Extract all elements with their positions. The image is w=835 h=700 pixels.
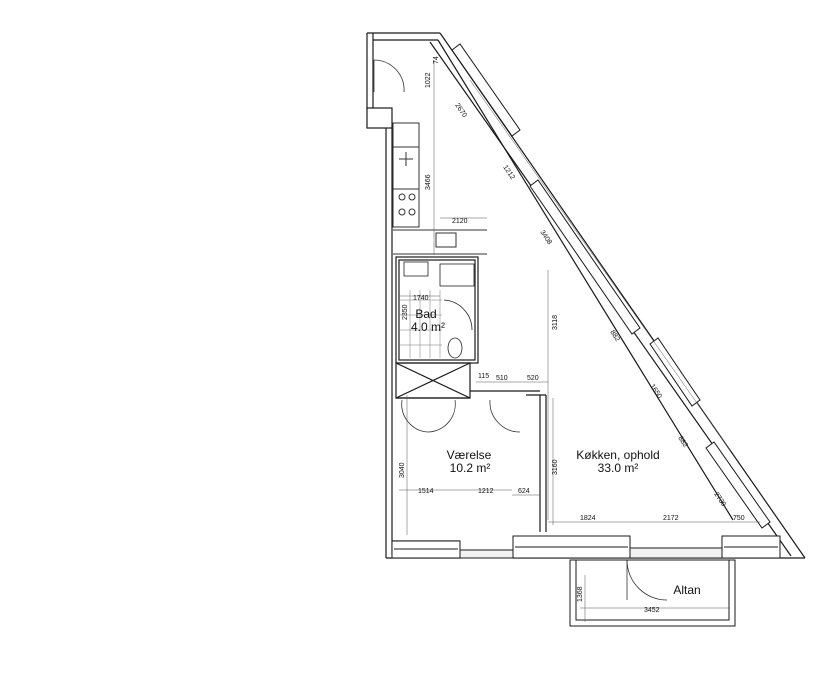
dimension-label: 750 — [733, 515, 745, 522]
room-area-vaerelse: 10.2 m² — [450, 461, 491, 475]
dimension-label: 1368 — [577, 586, 584, 602]
dimension-label: 3452 — [644, 607, 660, 614]
dimension-label: 3160 — [552, 459, 559, 475]
dimension-label: 1212 — [478, 488, 494, 495]
dimension-label: 510 — [496, 375, 508, 382]
dimension-label: 520 — [527, 375, 539, 382]
dimension-label: 2350 — [402, 304, 409, 320]
room-name-vaerelse: Værelse — [447, 448, 492, 462]
room-name-kokken: Køkken, ophold — [576, 448, 659, 462]
dimension-label: 1740 — [413, 295, 429, 302]
dimension-label: 2172 — [663, 515, 679, 522]
room-area-bad: 4.0 m² — [411, 320, 445, 334]
dimension-label: 1650 — [648, 383, 663, 400]
dimension-label: 882 — [676, 435, 688, 449]
room-area-kokken: 33.0 m² — [598, 461, 639, 475]
dimension-label: 1022 — [425, 72, 432, 88]
dimension-label: 1514 — [418, 488, 434, 495]
door-swings — [373, 59, 668, 601]
dimension-label: 1212 — [501, 164, 516, 181]
kitchen-counter — [392, 122, 487, 255]
dimension-label: 3118 — [552, 315, 559, 330]
dimension-label: 1824 — [580, 515, 596, 522]
dimension-lines — [399, 60, 760, 622]
dimension-label: 3408 — [538, 229, 553, 246]
dimension-label: 882 — [608, 329, 620, 343]
bottom-windows — [391, 535, 781, 559]
bathroom-fixtures — [400, 261, 475, 359]
dimension-label: 74 — [433, 56, 440, 64]
dimension-label: 3040 — [399, 462, 406, 478]
dimension-label: 624 — [518, 488, 530, 495]
dimension-label: 2670 — [453, 102, 468, 119]
room-name-bad: Bad — [415, 307, 436, 321]
dimension-label: 3466 — [425, 174, 432, 190]
diagonal-windows — [451, 43, 771, 529]
room-name-altan: Altan — [673, 583, 700, 597]
balcony — [569, 559, 736, 627]
dimension-label: 115 — [478, 373, 489, 380]
interior-walls — [395, 256, 547, 532]
dimension-label: 2120 — [452, 218, 468, 225]
